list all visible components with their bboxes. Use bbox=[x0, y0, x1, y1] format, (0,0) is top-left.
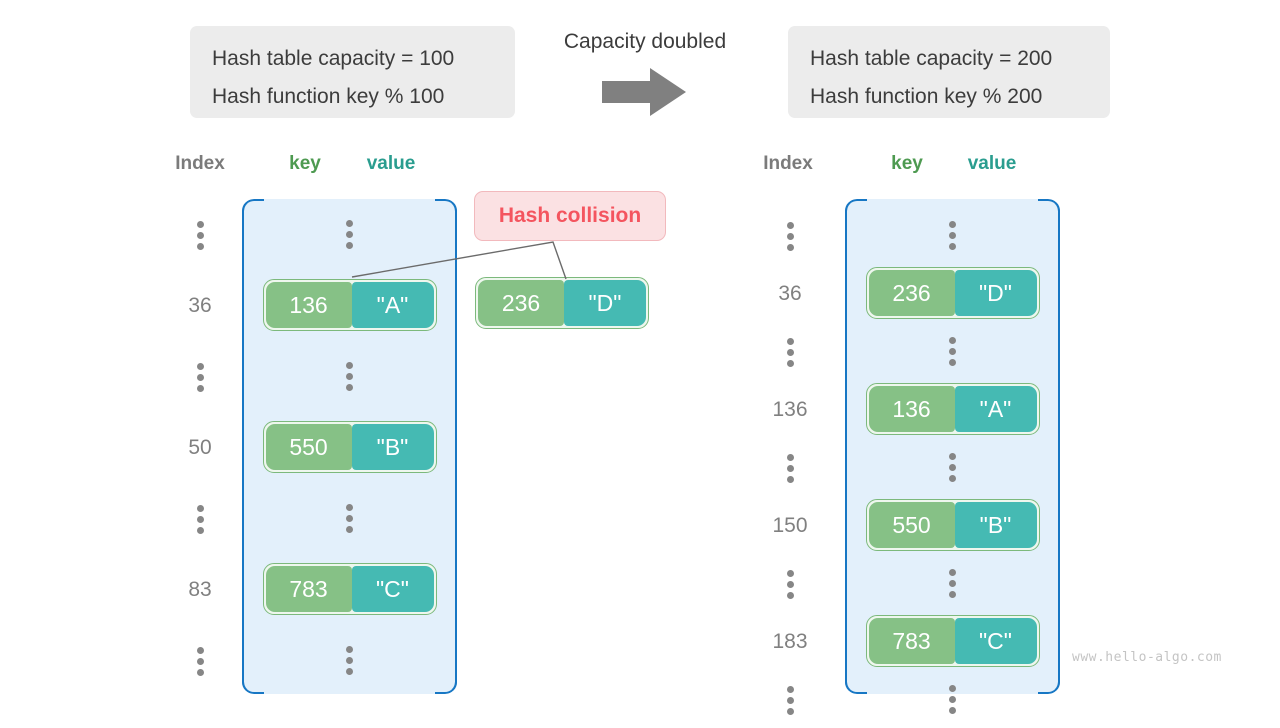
before-entry-key: 783 bbox=[265, 566, 352, 612]
before-bucket-ellipsis-icon bbox=[346, 503, 353, 533]
before-index-label: 83 bbox=[188, 578, 212, 601]
colliding-entry-pair: 236 "D" bbox=[475, 277, 649, 329]
after-capacity-line: Hash table capacity = 200 bbox=[810, 47, 1053, 70]
before-header-key: key bbox=[289, 153, 321, 174]
after-bucket-ellipsis bbox=[845, 206, 1060, 264]
before-index-ellipsis bbox=[165, 221, 235, 250]
after-bucket-ellipsis bbox=[845, 322, 1060, 380]
after-entry-value: "D" bbox=[954, 270, 1037, 316]
after-bucket-row: 783"C" bbox=[845, 612, 1060, 670]
after-function-line: Hash function key % 200 bbox=[810, 85, 1043, 108]
right-arrow-icon bbox=[602, 68, 686, 116]
watermark: www.hello-algo.com bbox=[1072, 650, 1222, 665]
before-function-line: Hash function key % 100 bbox=[212, 85, 445, 108]
after-bucket-ellipsis-icon bbox=[949, 336, 956, 366]
before-entry-pair: 783"C" bbox=[262, 563, 437, 615]
after-bucket-ellipsis-icon bbox=[949, 568, 956, 598]
before-bucket-row: 550"B" bbox=[242, 418, 457, 476]
after-index-ellipsis bbox=[755, 570, 825, 599]
after-entry-value: "C" bbox=[954, 618, 1037, 664]
hash-collision-callout: Hash collision bbox=[474, 191, 666, 241]
after-entry-key: 236 bbox=[868, 270, 955, 316]
before-entry-value: "A" bbox=[351, 282, 434, 328]
after-index-ellipsis-icon bbox=[786, 454, 794, 483]
before-bucket-ellipsis-icon bbox=[346, 361, 353, 391]
after-entry-pair: 550"B" bbox=[865, 499, 1040, 551]
before-index-ellipsis-icon bbox=[196, 221, 204, 250]
before-entry-key: 550 bbox=[265, 424, 352, 470]
after-header-key: key bbox=[891, 153, 923, 174]
colliding-entry-value: "D" bbox=[564, 280, 646, 326]
before-index-ellipsis-icon bbox=[196, 505, 204, 534]
after-bucket-ellipsis bbox=[845, 554, 1060, 612]
before-bucket-ellipsis-icon bbox=[346, 645, 353, 675]
before-entry-key: 136 bbox=[265, 282, 352, 328]
before-bucket-ellipsis bbox=[242, 489, 457, 547]
before-header-value: value bbox=[366, 153, 416, 174]
after-entry-pair: 136"A" bbox=[865, 383, 1040, 435]
after-entry-pair: 236"D" bbox=[865, 267, 1040, 319]
after-index-ellipsis bbox=[755, 686, 825, 715]
after-bucket-row: 550"B" bbox=[845, 496, 1060, 554]
after-entry-pair: 783"C" bbox=[865, 615, 1040, 667]
after-entry-key: 550 bbox=[868, 502, 955, 548]
before-index-ellipsis bbox=[165, 505, 235, 534]
before-capacity-line: Hash table capacity = 100 bbox=[212, 47, 455, 70]
after-index-label: 36 bbox=[778, 282, 802, 305]
after-entry-key: 783 bbox=[868, 618, 955, 664]
before-info-box: Hash table capacity = 100 Hash function … bbox=[190, 26, 515, 118]
colliding-entry-key: 236 bbox=[478, 280, 564, 326]
after-bucket-ellipsis-icon bbox=[949, 452, 956, 482]
before-bucket-ellipsis bbox=[242, 347, 457, 405]
before-entry-pair: 136"A" bbox=[262, 279, 437, 331]
before-index-label: 36 bbox=[188, 294, 212, 317]
after-index-label: 136 bbox=[772, 398, 808, 421]
before-index-ellipsis bbox=[165, 363, 235, 392]
after-info-box: Hash table capacity = 200 Hash function … bbox=[788, 26, 1110, 118]
after-index-ellipsis-icon bbox=[786, 222, 794, 251]
before-index-ellipsis-icon bbox=[196, 647, 204, 676]
before-entry-pair: 550"B" bbox=[262, 421, 437, 473]
after-bucket-ellipsis bbox=[845, 670, 1060, 728]
after-index-ellipsis-icon bbox=[786, 338, 794, 367]
capacity-doubled-label: Capacity doubled bbox=[563, 30, 727, 53]
after-bucket-row: 236"D" bbox=[845, 264, 1060, 322]
after-index-ellipsis bbox=[755, 454, 825, 483]
before-entry-value: "C" bbox=[351, 566, 434, 612]
before-index-ellipsis bbox=[165, 647, 235, 676]
before-header-index: Index bbox=[175, 153, 225, 174]
before-bucket-ellipsis bbox=[242, 205, 457, 263]
hash-collision-label: Hash collision bbox=[498, 204, 642, 227]
after-bucket-row: 136"A" bbox=[845, 380, 1060, 438]
after-index-label: 183 bbox=[772, 630, 808, 653]
before-bucket-row: 136"A" bbox=[242, 276, 457, 334]
after-bucket-ellipsis-icon bbox=[949, 684, 956, 714]
after-header-index: Index bbox=[763, 153, 813, 174]
before-entry-value: "B" bbox=[351, 424, 434, 470]
after-index-ellipsis-icon bbox=[786, 570, 794, 599]
after-bucket-ellipsis bbox=[845, 438, 1060, 496]
after-index-ellipsis bbox=[755, 222, 825, 251]
after-entry-value: "B" bbox=[954, 502, 1037, 548]
after-index-label: 150 bbox=[772, 514, 808, 537]
before-index-label: 50 bbox=[188, 436, 212, 459]
before-bucket-ellipsis bbox=[242, 631, 457, 689]
before-index-ellipsis-icon bbox=[196, 363, 204, 392]
after-entry-key: 136 bbox=[868, 386, 955, 432]
before-bucket-row: 783"C" bbox=[242, 560, 457, 618]
after-bucket-ellipsis-icon bbox=[949, 220, 956, 250]
after-entry-value: "A" bbox=[954, 386, 1037, 432]
before-bucket-ellipsis-icon bbox=[346, 219, 353, 249]
after-index-ellipsis-icon bbox=[786, 686, 794, 715]
after-index-ellipsis bbox=[755, 338, 825, 367]
after-header-value: value bbox=[967, 153, 1017, 174]
